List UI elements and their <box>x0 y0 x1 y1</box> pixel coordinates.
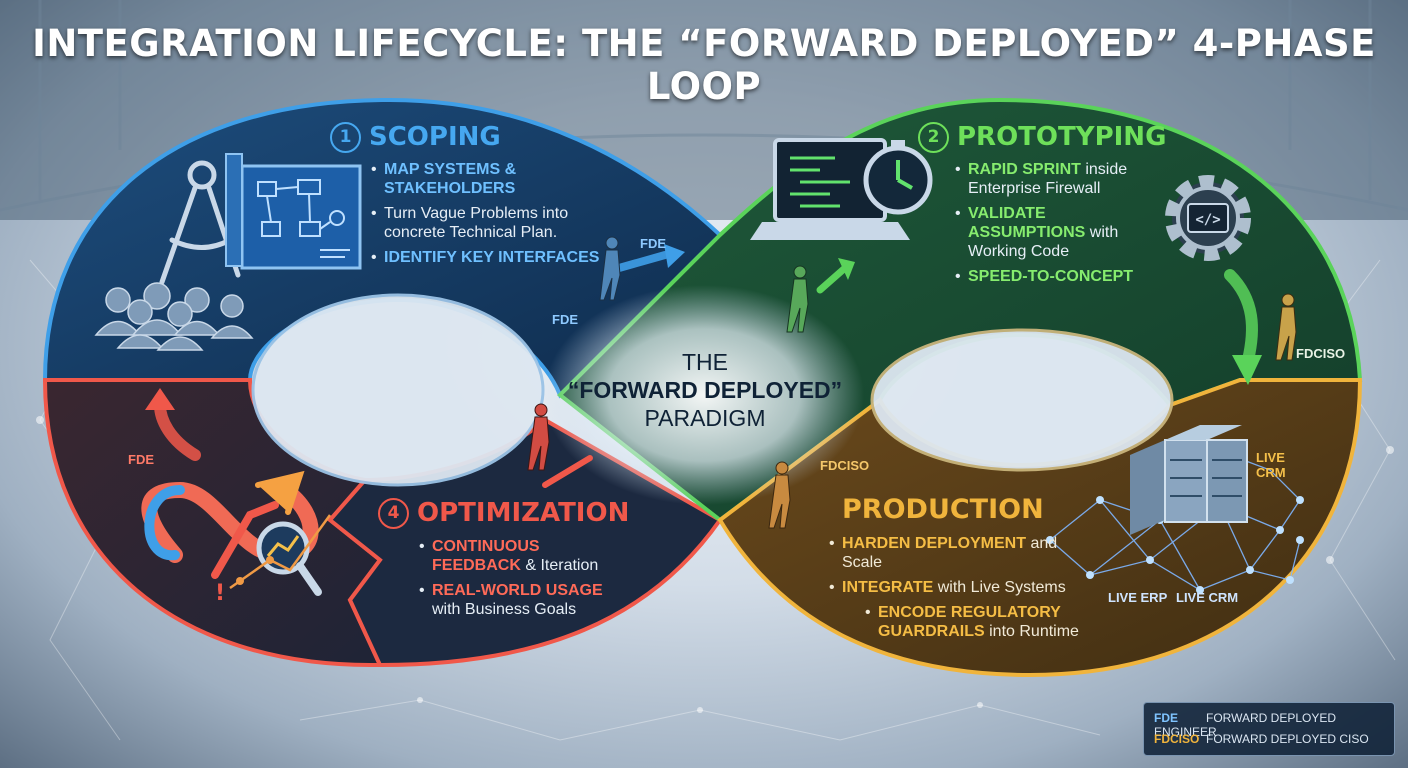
system-label-live-erp: LIVE ERP <box>1108 590 1167 605</box>
svg-text:!: ! <box>215 581 225 606</box>
phase-name-production: PRODUCTION <box>842 494 1044 525</box>
list-item: ENCODE REGULATORY GUARDRAILS into Runtim… <box>864 603 1098 641</box>
page-title: INTEGRATION LIFECYCLE: THE “FORWARD DEPL… <box>0 22 1408 108</box>
phase-title-scoping: 1 SCOPING <box>330 122 501 153</box>
list-item: HARDEN DEPLOYMENT and Scale <box>828 534 1098 572</box>
prototyping-bullets: RAPID SPRINT inside Enterprise Firewall … <box>954 160 1164 292</box>
phase-number-scoping: 1 <box>330 122 361 153</box>
role-label-fde: FDE <box>640 236 666 251</box>
phase-title-production: PRODUCTION <box>842 494 1044 525</box>
list-item: CONTINUOUS FEEDBACK & Iteration <box>418 537 618 575</box>
role-label-fde: FDE <box>552 312 578 327</box>
list-item: SPEED-TO-CONCEPT <box>954 267 1164 286</box>
phase-name-scoping: SCOPING <box>369 122 501 152</box>
list-item: INTEGRATE with Live Systems <box>828 578 1098 597</box>
phase-title-prototyping: 2 PROTOTYPING <box>918 122 1166 153</box>
list-item: Turn Vague Problems into concrete Techni… <box>370 204 600 242</box>
phase-number-optimization: 4 <box>378 498 409 529</box>
svg-text:</>: </> <box>1195 212 1220 228</box>
center-paradigm-label: THE “FORWARD DEPLOYED” PARADIGM <box>560 348 850 432</box>
list-item: REAL-WORLD USAGE with Business Goals <box>418 581 618 619</box>
role-label-fdciso: FDCISO <box>1296 346 1345 361</box>
list-item: IDENTIFY KEY INTERFACES <box>370 248 600 267</box>
gear-code-icon: </> <box>1172 182 1244 254</box>
system-label-live-crm: LIVE CRM <box>1256 450 1296 480</box>
role-label-fdciso: FDCISO <box>820 458 869 473</box>
list-item: MAP SYSTEMS & STAKEHOLDERS <box>370 160 600 198</box>
phase-title-optimization: 4 OPTIMIZATION <box>378 498 629 529</box>
list-item: RAPID SPRINT inside Enterprise Firewall <box>954 160 1164 198</box>
system-label-live-crm: LIVE CRM <box>1176 590 1238 605</box>
phase-name-optimization: OPTIMIZATION <box>417 498 629 528</box>
production-bullets: HARDEN DEPLOYMENT and Scale INTEGRATE wi… <box>828 534 1098 647</box>
blueprint-icon <box>226 154 360 268</box>
scoping-bullets: MAP SYSTEMS & STAKEHOLDERS Turn Vague Pr… <box>370 160 600 273</box>
optimization-bullets: CONTINUOUS FEEDBACK & Iteration REAL-WOR… <box>418 537 618 625</box>
role-label-fde: FDE <box>128 452 154 467</box>
phase-name-prototyping: PROTOTYPING <box>957 122 1166 152</box>
phase-number-prototyping: 2 <box>918 122 949 153</box>
list-item: VALIDATE ASSUMPTIONS with Working Code <box>954 204 1164 261</box>
